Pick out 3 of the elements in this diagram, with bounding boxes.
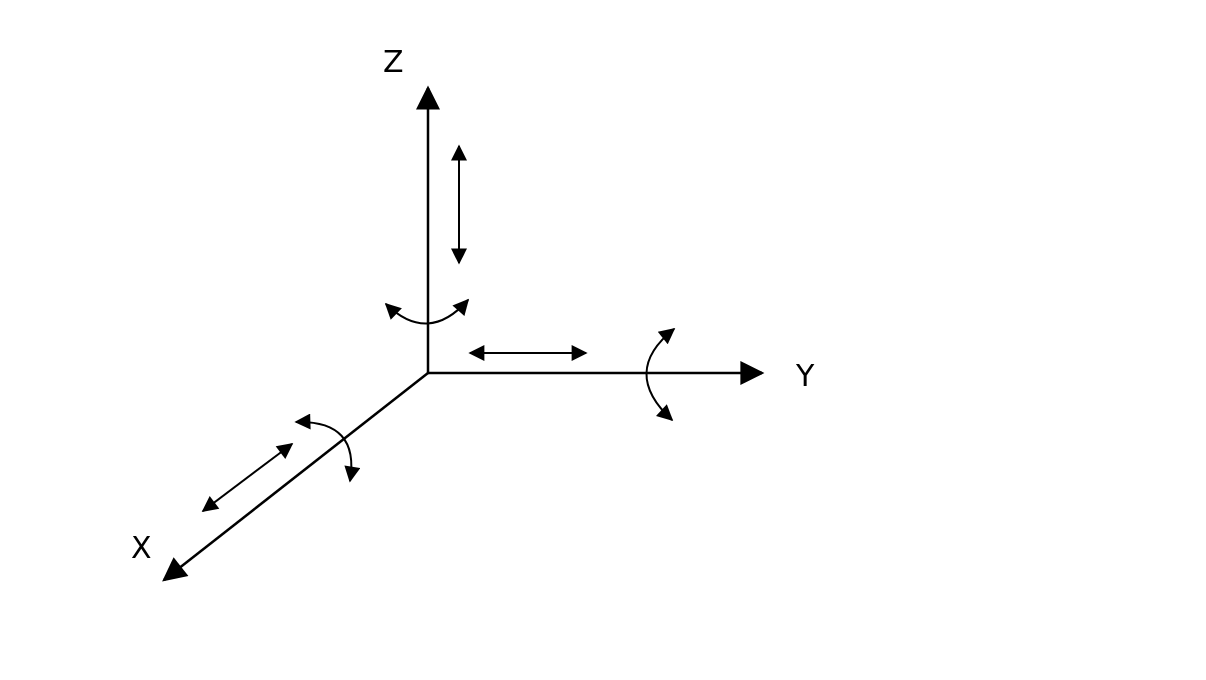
axis-label: X	[131, 533, 152, 563]
axis-label: Z	[383, 47, 404, 77]
axis-label: Y	[796, 361, 815, 391]
